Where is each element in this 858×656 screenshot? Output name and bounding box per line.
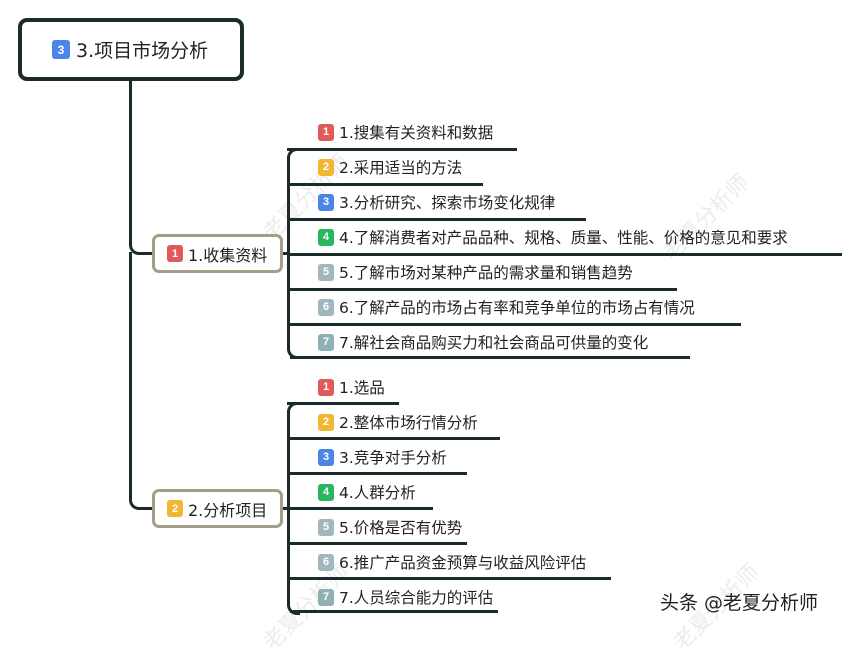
- branch-node-label: 1.收集资料: [188, 245, 268, 265]
- priority-4-icon: 4: [318, 228, 334, 246]
- list-item[interactable]: 2 2.采用适当的方法: [318, 156, 462, 178]
- item-label: 6.了解产品的市场占有率和竞争单位的市场占有情况: [339, 299, 695, 317]
- item-underline: [287, 507, 433, 510]
- item-label: 5.了解市场对某种产品的需求量和销售趋势: [339, 264, 633, 282]
- item-underline: [287, 148, 517, 151]
- list-item[interactable]: 1 1.搜集有关资料和数据: [318, 121, 493, 143]
- list-item[interactable]: 6 6.推广产品资金预算与收益风险评估: [318, 551, 586, 573]
- priority-7-icon: 7: [318, 333, 334, 351]
- item-underline: [287, 218, 586, 221]
- priority-2-icon: 2: [167, 500, 183, 517]
- list-item[interactable]: 4 4.人群分析: [318, 481, 416, 503]
- list-item[interactable]: 7 7.人员综合能力的评估: [318, 586, 493, 608]
- item-underline: [287, 402, 399, 405]
- list-item[interactable]: 6 6.了解产品的市场占有率和竞争单位的市场占有情况: [318, 296, 695, 318]
- item-underline: [287, 183, 483, 186]
- item-underline: [287, 542, 467, 545]
- priority-7-icon: 7: [318, 588, 334, 606]
- priority-5-icon: 5: [318, 518, 334, 536]
- priority-3-icon: 3: [318, 193, 334, 211]
- root-node[interactable]: 3 3.项目市场分析: [18, 18, 244, 81]
- item-label: 4.了解消费者对产品品种、规格、质量、性能、价格的意见和要求: [339, 229, 788, 247]
- item-label: 1.搜集有关资料和数据: [339, 124, 494, 142]
- author-credit: 头条 @老夏分析师: [660, 592, 819, 614]
- priority-6-icon: 6: [318, 553, 334, 571]
- item-underline: [287, 472, 467, 475]
- branch-1-connector: [129, 242, 155, 255]
- branch-node-analyze-project[interactable]: 2 2.分析项目: [152, 489, 283, 528]
- branch-node-collect-data[interactable]: 1 1.收集资料: [152, 234, 283, 273]
- item-label: 6.推广产品资金预算与收益风险评估: [339, 554, 587, 572]
- list-item[interactable]: 2 2.整体市场行情分析: [318, 411, 478, 433]
- priority-6-icon: 6: [318, 298, 334, 316]
- item-label: 4.人群分析: [339, 484, 416, 502]
- item-underline: [287, 253, 842, 256]
- item-label: 1.选品: [339, 379, 385, 397]
- priority-1-icon: 1: [318, 378, 334, 396]
- item-label: 7.解社会商品购买力和社会商品可供量的变化: [339, 334, 649, 352]
- priority-1-icon: 1: [318, 123, 334, 141]
- branch-2-stem: [283, 507, 289, 510]
- item-underline: [287, 288, 677, 291]
- trunk-connector: [129, 252, 132, 497]
- branch-2-connector: [129, 497, 155, 510]
- branch-1-stem: [283, 252, 289, 255]
- list-item[interactable]: 5 5.价格是否有优势: [318, 516, 462, 538]
- list-item[interactable]: 3 3.分析研究、探索市场变化规律: [318, 191, 555, 213]
- item-underline: [287, 437, 500, 440]
- priority-3-icon: 3: [52, 40, 70, 59]
- list-item[interactable]: 1 1.选品: [318, 376, 385, 398]
- list-item[interactable]: 4 4.了解消费者对产品品种、规格、质量、性能、价格的意见和要求: [318, 226, 788, 248]
- item-label: 3.竞争对手分析: [339, 449, 447, 467]
- priority-1-icon: 1: [167, 245, 183, 262]
- priority-2-icon: 2: [318, 158, 334, 176]
- list-item[interactable]: 5 5.了解市场对某种产品的需求量和销售趋势: [318, 261, 633, 283]
- trunk-connector: [129, 81, 132, 243]
- priority-4-icon: 4: [318, 483, 334, 501]
- list-item[interactable]: 3 3.竞争对手分析: [318, 446, 447, 468]
- branch-node-label: 2.分析项目: [188, 500, 268, 520]
- item-underline: [290, 356, 690, 359]
- root-node-label: 3.项目市场分析: [76, 40, 209, 62]
- priority-5-icon: 5: [318, 263, 334, 281]
- item-label: 2.整体市场行情分析: [339, 414, 478, 432]
- priority-3-icon: 3: [318, 448, 334, 466]
- priority-2-icon: 2: [318, 413, 334, 431]
- item-label: 2.采用适当的方法: [339, 159, 463, 177]
- branch-2-bracket: [287, 604, 300, 615]
- item-underline: [290, 610, 498, 613]
- item-label: 3.分析研究、探索市场变化规律: [339, 194, 556, 212]
- item-label: 7.人员综合能力的评估: [339, 589, 494, 607]
- item-label: 5.价格是否有优势: [339, 519, 463, 537]
- list-item[interactable]: 7 7.解社会商品购买力和社会商品可供量的变化: [318, 331, 648, 353]
- item-underline: [287, 577, 611, 580]
- item-underline: [287, 323, 741, 326]
- watermark: 老夏分析师: [659, 170, 755, 266]
